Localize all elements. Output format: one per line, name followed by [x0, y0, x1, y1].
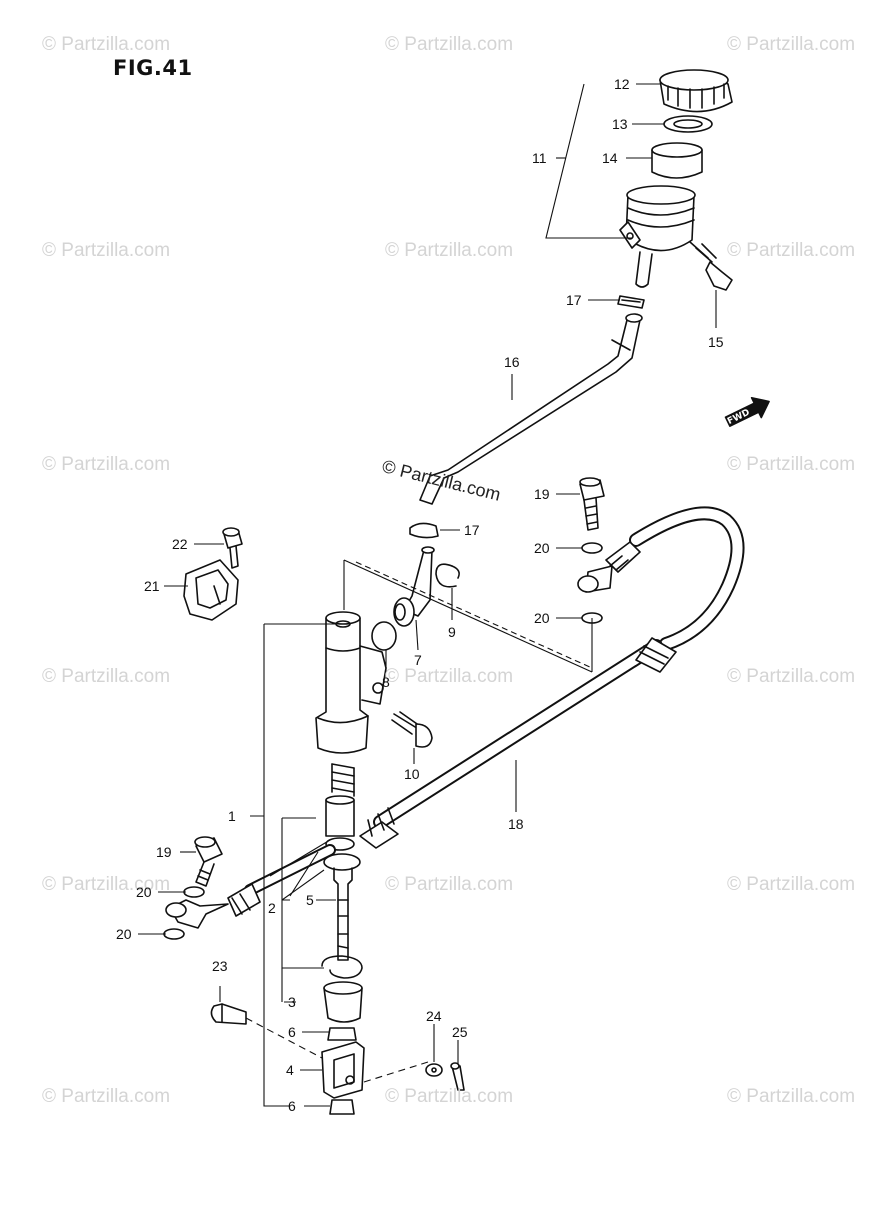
watermark: © Partzilla.com — [727, 666, 856, 687]
callout-11[interactable]: 11 — [532, 150, 547, 166]
callout-19-lower[interactable]: 19 — [156, 844, 172, 860]
callout-14[interactable]: 14 — [602, 150, 618, 166]
upper-banjo — [577, 541, 641, 593]
callout-20-upper-a[interactable]: 20 — [534, 540, 550, 556]
reservoir-seal — [663, 115, 713, 133]
reservoir-cap — [659, 69, 733, 113]
watermark: © Partzilla.com — [42, 1086, 171, 1107]
o-ring-8 — [371, 621, 397, 651]
hose-clamp-lower — [409, 522, 439, 539]
master-cylinder-body — [315, 611, 387, 754]
watermark: © Partzilla.com — [385, 1086, 514, 1107]
callout-24[interactable]: 24 — [426, 1008, 442, 1024]
washer-20-upper-a — [581, 542, 603, 554]
callout-10[interactable]: 10 — [404, 766, 420, 782]
clevis-pin-23 — [210, 1003, 247, 1025]
watermark: © Partzilla.com — [385, 240, 514, 261]
callout-23[interactable]: 23 — [212, 958, 228, 974]
piston-assembly — [325, 795, 355, 851]
callout-1[interactable]: 1 — [228, 808, 236, 824]
callout-7[interactable]: 7 — [414, 652, 422, 668]
callout-20-upper-b[interactable]: 20 — [534, 610, 550, 626]
reservoir-hose — [419, 313, 643, 505]
washer-20-lower-a — [183, 886, 205, 898]
watermark: © Partzilla.com — [42, 34, 171, 55]
callout-5[interactable]: 5 — [306, 892, 314, 908]
brake-hose-18 — [359, 506, 745, 849]
watermark: © Partzilla.com — [385, 34, 514, 55]
callout-12[interactable]: 12 — [614, 76, 630, 92]
callout-15[interactable]: 15 — [708, 334, 724, 350]
nut-6-lower — [329, 1099, 355, 1115]
washer-20-lower-b — [163, 928, 185, 940]
watermark: © Partzilla.com — [727, 34, 856, 55]
watermark: © Partzilla.com — [385, 874, 514, 895]
callout-4[interactable]: 4 — [286, 1062, 294, 1078]
hose-clamp-top — [617, 295, 645, 309]
washer-24 — [425, 1063, 443, 1077]
callout-18[interactable]: 18 — [508, 816, 524, 832]
figure-title: FIG.41 — [113, 56, 193, 80]
callout-13[interactable]: 13 — [612, 116, 628, 132]
callout-6-lower[interactable]: 6 — [288, 1098, 296, 1114]
callout-22[interactable]: 22 — [172, 536, 188, 552]
callout-25[interactable]: 25 — [452, 1024, 468, 1040]
watermark: © Partzilla.com — [727, 240, 856, 261]
watermark: © Partzilla.com — [42, 666, 171, 687]
watermark: © Partzilla.com — [727, 874, 856, 895]
callout-6-upper[interactable]: 6 — [288, 1024, 296, 1040]
reservoir-body — [619, 185, 696, 288]
circlip-2 — [321, 955, 363, 979]
watermark: © Partzilla.com — [42, 240, 171, 261]
mounting-bolt-10 — [391, 711, 433, 748]
bracket-21 — [183, 559, 239, 621]
nut-6-upper — [327, 1027, 357, 1041]
bolt-22 — [222, 527, 243, 569]
clevis-4 — [321, 1041, 365, 1099]
reservoir-ring — [651, 142, 703, 179]
leader-lines — [138, 83, 717, 1107]
callout-16[interactable]: 16 — [504, 354, 520, 370]
watermark: © Partzilla.com — [42, 874, 171, 895]
callout-20-lower-a[interactable]: 20 — [136, 884, 152, 900]
callout-8[interactable]: 8 — [382, 674, 390, 690]
lower-brake-line — [165, 844, 336, 929]
callout-2[interactable]: 2 — [268, 900, 276, 916]
cotter-pin-25 — [450, 1062, 465, 1091]
callout-17-lower[interactable]: 17 — [464, 522, 480, 538]
watermark: © Partzilla.com — [727, 1086, 856, 1107]
pushrod-5 — [323, 853, 361, 961]
reservoir-bolt — [689, 241, 733, 291]
callout-17-top[interactable]: 17 — [566, 292, 582, 308]
watermark: © Partzilla.com — [727, 454, 856, 475]
callout-3[interactable]: 3 — [288, 994, 296, 1010]
banjo-bolt-lower — [194, 836, 223, 887]
inlet-elbow — [393, 546, 435, 627]
fwd-arrow-icon — [724, 396, 770, 427]
dust-boot-3 — [323, 981, 363, 1023]
watermark: © Partzilla.com — [42, 454, 171, 475]
watermark: © Partzilla.com — [385, 666, 514, 687]
piston-spring — [331, 763, 355, 797]
callout-9[interactable]: 9 — [448, 624, 456, 640]
circlip-9 — [435, 563, 460, 588]
callout-21[interactable]: 21 — [144, 578, 160, 594]
banjo-bolt-upper — [579, 477, 605, 531]
callout-20-lower-b[interactable]: 20 — [116, 926, 132, 942]
callout-19-upper[interactable]: 19 — [534, 486, 550, 502]
